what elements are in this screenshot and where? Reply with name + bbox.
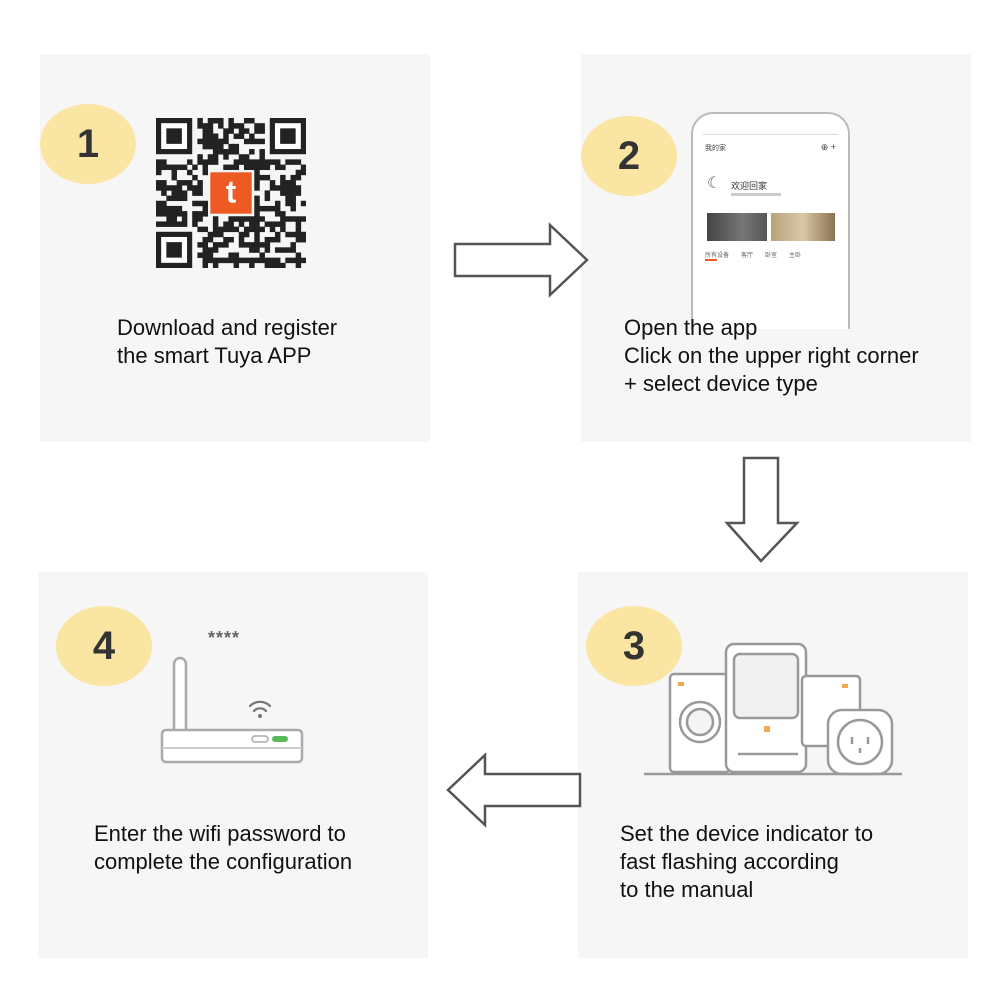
step-4-line-1: Enter the wifi password to <box>94 821 346 846</box>
router-icon <box>160 654 308 766</box>
step-3-caption: Set the device indicator to fast flashin… <box>620 820 873 904</box>
room-image-2 <box>771 213 835 241</box>
add-device-icon[interactable]: ⊕ + <box>820 142 836 152</box>
step-4-caption: Enter the wifi password to complete the … <box>94 820 352 876</box>
room-tabs: 所有设备 客厅 卧室 主卧 <box>705 250 801 259</box>
tab-master-bedroom[interactable]: 主卧 <box>789 253 802 259</box>
tab-indicator <box>705 259 717 261</box>
step-1-line-2: the smart Tuya APP <box>117 343 312 368</box>
password-mask: **** <box>208 628 241 648</box>
step-2-caption: Open the app Click on the upper right co… <box>624 314 919 398</box>
step-3-line-1: Set the device indicator to <box>620 821 874 846</box>
qr-code-icon: t <box>156 118 306 268</box>
step-2-badge: 2 <box>581 116 677 196</box>
step-4-line-2: complete the configuration <box>94 849 353 874</box>
step-1-caption: Download and register the smart Tuya APP <box>117 314 337 370</box>
step-1-line-1: Download and register <box>117 315 338 340</box>
arrow-right-icon <box>452 222 592 298</box>
phone-screen: 我的家 ⊕ + ☾ 欢迎回家 所有设备 客厅 卧室 主卧 <box>703 134 838 330</box>
step-2-line-1: Open the app <box>624 315 758 340</box>
step-2-line-3: + select device type <box>624 371 818 396</box>
tab-bedroom[interactable]: 卧室 <box>765 253 778 259</box>
arrow-left-icon <box>443 752 583 828</box>
step-2-panel: 2 我的家 ⊕ + ☾ 欢迎回家 所有设备 客厅 卧室 主卧 Open the … <box>581 54 971 442</box>
step-4-panel: 4 **** Enter the wifi password to comple… <box>38 572 428 958</box>
smart-devices-illustration <box>638 642 908 782</box>
step-3-line-3: to the manual <box>620 877 754 902</box>
welcome-text: 欢迎回家 <box>731 181 768 191</box>
wifi-icon <box>248 700 272 713</box>
welcome-subtext <box>731 193 781 196</box>
moon-icon: ☾ <box>707 175 722 192</box>
phone-mockup: 我的家 ⊕ + ☾ 欢迎回家 所有设备 客厅 卧室 主卧 <box>691 112 850 329</box>
step-2-line-2: Click on the upper right corner <box>624 343 919 368</box>
home-label: 我的家 <box>705 145 726 152</box>
step-1-panel: 1 t Download and register the smart Tuya… <box>40 54 430 442</box>
room-image-1 <box>707 213 767 241</box>
tab-living-room[interactable]: 客厅 <box>741 253 754 259</box>
step-3-line-2: fast flashing according <box>620 849 839 874</box>
step-1-badge: 1 <box>40 104 136 184</box>
arrow-down-icon <box>724 455 800 565</box>
tab-all-devices[interactable]: 所有设备 <box>705 253 730 259</box>
step-4-badge: 4 <box>56 606 152 686</box>
step-3-panel: 3 <box>578 572 968 958</box>
tuya-logo-icon <box>210 172 252 214</box>
step-3-badge: 3 <box>586 606 682 686</box>
tuya-logo-letter: t <box>226 174 236 209</box>
